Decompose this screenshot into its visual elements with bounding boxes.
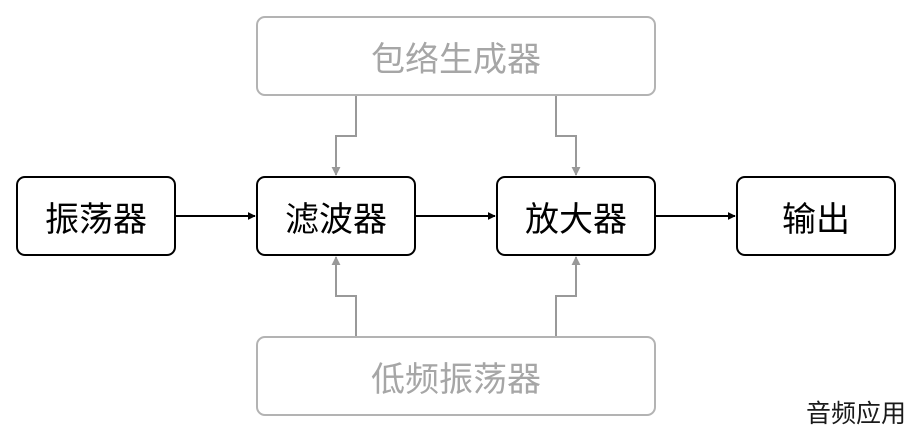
oscillator-node: 振荡器 bbox=[16, 176, 176, 256]
arrow-envelope-to-amplifier bbox=[555, 96, 581, 176]
arrow-lfo-to-filter bbox=[331, 256, 357, 336]
oscillator-label: 振荡器 bbox=[45, 199, 147, 240]
filter-label: 滤波器 bbox=[285, 199, 387, 240]
output-node: 输出 bbox=[736, 176, 896, 256]
envelope-generator-label: 包络生成器 bbox=[371, 39, 541, 80]
arrow-lfo-to-amplifier bbox=[555, 256, 581, 336]
amplifier-label: 放大器 bbox=[525, 199, 627, 240]
caption: 音频应用 bbox=[805, 399, 906, 428]
amplifier-node: 放大器 bbox=[496, 176, 656, 256]
filter-node: 滤波器 bbox=[256, 176, 416, 256]
envelope-generator-node: 包络生成器 bbox=[256, 16, 656, 96]
arrow-envelope-to-filter bbox=[331, 96, 357, 176]
lfo-label: 低频振荡器 bbox=[371, 359, 541, 400]
output-label: 输出 bbox=[782, 199, 850, 240]
lfo-node: 低频振荡器 bbox=[256, 336, 656, 416]
